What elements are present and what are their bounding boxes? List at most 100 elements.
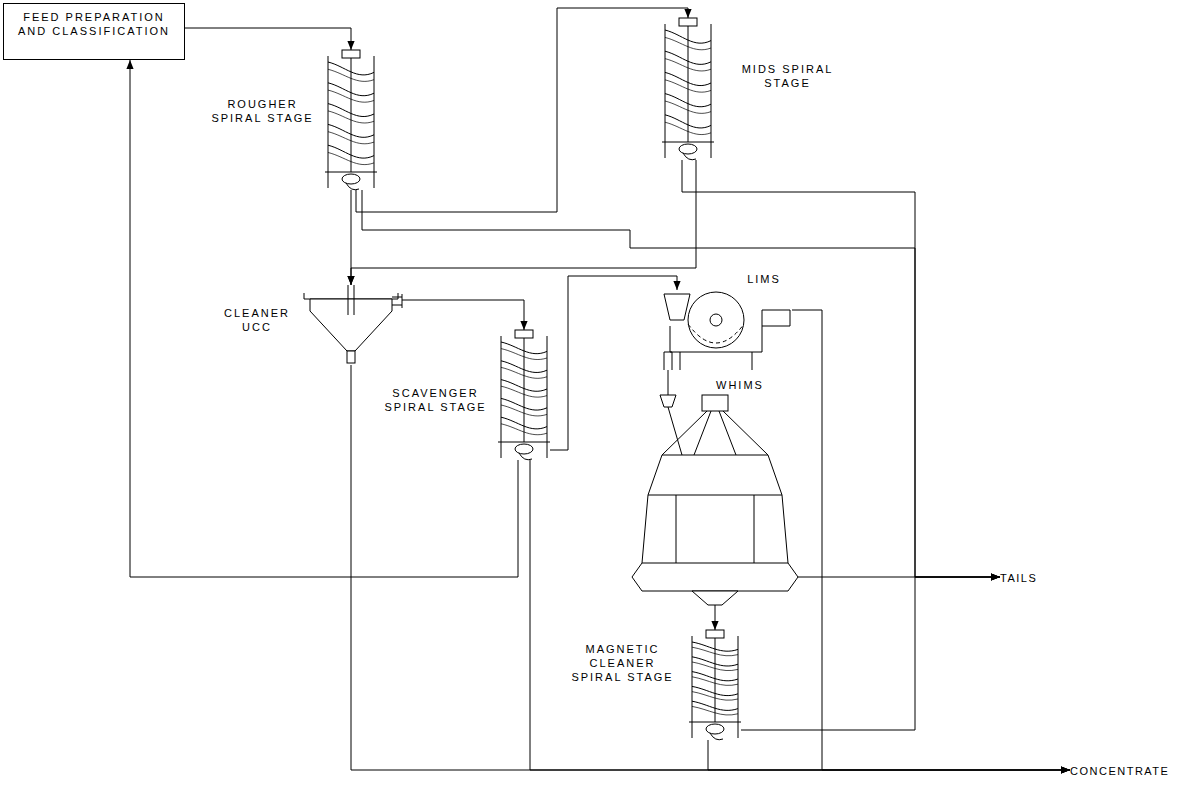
spiral-trough: [501, 386, 547, 397]
equipment-label: CLEANER UCC: [218, 306, 296, 334]
spiral-trough: [328, 69, 374, 81]
spiral-trough: [665, 115, 711, 128]
base-frame: [662, 142, 714, 143]
spiral-stage: ROUGHER SPIRAL STAGE: [325, 50, 377, 190]
equipment-icon: [300, 285, 402, 365]
outlet-pipe: [664, 352, 672, 370]
frame-post: [501, 336, 502, 458]
equipment-icon: [662, 18, 714, 160]
spiral-trough: [692, 692, 738, 701]
tank-arc: [688, 324, 744, 343]
outlet-pipe: [710, 733, 723, 740]
spiral-trough: [501, 342, 547, 354]
equipment-label: ROUGHER SPIRAL STAGE: [205, 97, 320, 125]
equipment-icon: [632, 395, 798, 605]
frame-post: [692, 636, 693, 738]
product-box: [679, 144, 697, 154]
stream-end: CONCENTRATE: [1070, 763, 1169, 779]
equipment-icon: [325, 50, 377, 190]
spiral-stage: MIDS SPIRAL STAGE: [662, 18, 714, 160]
spiral-trough: [692, 701, 738, 710]
base-frame: [325, 172, 377, 173]
process-box: FEED PREPARATION AND CLASSIFICATION: [3, 3, 185, 60]
equipment-label: SCAVENGER SPIRAL STAGE: [378, 386, 493, 414]
flow-line: [682, 160, 1000, 577]
flow-line: [402, 300, 524, 330]
equipment-label: MIDS SPIRAL STAGE: [730, 62, 845, 90]
flow-line: [708, 740, 1070, 770]
spiral-trough: [501, 398, 547, 410]
outlet-cone: [692, 591, 738, 605]
flow-line: [715, 605, 716, 630]
spiral-trough: [665, 94, 711, 107]
base-frame: [498, 442, 550, 443]
spiral-trough: [665, 59, 711, 71]
equipment-label: WHIMS: [708, 378, 772, 392]
equipment-icon: [689, 630, 741, 740]
overflow-pipe: [392, 294, 402, 308]
spiral-trough: [665, 101, 711, 113]
flow-line: [741, 577, 1000, 730]
flow-line: [185, 28, 351, 50]
product-box: [706, 724, 724, 734]
box-label: FEED PREPARATION AND CLASSIFICATION: [8, 10, 180, 38]
product-box: [342, 174, 360, 184]
cyclone-classifier: CLEANER UCC: [300, 285, 402, 365]
spiral-trough: [692, 662, 738, 671]
feed-tray: [342, 50, 360, 58]
outlet-pipe: [346, 183, 359, 190]
spoke: [723, 411, 768, 455]
spiral-trough: [328, 111, 374, 123]
spiral-trough: [501, 349, 547, 360]
flow-line: [792, 310, 1070, 770]
stream-label: TAILS: [1000, 570, 1037, 586]
base-frame: [689, 722, 741, 723]
drum: [688, 292, 744, 348]
feed-tray: [515, 330, 533, 338]
equipment-label: LIMS: [738, 272, 790, 286]
spiral-trough: [328, 90, 374, 102]
spiral-trough: [328, 104, 374, 117]
flow-line: [550, 276, 677, 450]
spiral-trough: [692, 686, 738, 695]
carousel: [648, 455, 782, 495]
spiral-trough: [328, 145, 374, 158]
frame-post: [738, 636, 739, 738]
frame-post: [665, 24, 666, 158]
hub: [702, 395, 728, 411]
feed-hopper: [664, 294, 690, 320]
feed-tray: [706, 630, 724, 638]
spiral-trough: [692, 677, 738, 686]
outlet-pipe: [683, 153, 696, 160]
spiral-trough: [501, 361, 547, 373]
equipment-icon: [640, 290, 792, 370]
spiral-trough: [665, 122, 711, 134]
spiral-trough: [692, 706, 738, 715]
spiral-stage: SCAVENGER SPIRAL STAGE: [498, 330, 550, 460]
equipment-label: MAGNETIC CLEANER SPIRAL STAGE: [565, 642, 680, 684]
product-box: [515, 444, 533, 454]
spoke: [668, 407, 682, 455]
flow-line: [351, 160, 696, 285]
spiral-trough: [665, 30, 711, 43]
rim: [304, 293, 398, 299]
flow-line: [351, 365, 1070, 770]
stream-end: TAILS: [1000, 570, 1037, 586]
spiral-trough: [328, 62, 374, 75]
spoke: [719, 411, 736, 455]
spiral-trough: [665, 51, 711, 64]
spiral-trough: [501, 405, 547, 416]
flow-line: [356, 8, 688, 212]
spiral-trough: [328, 83, 374, 96]
flow-line: [130, 60, 518, 577]
cyclone-cone: [310, 299, 392, 351]
spiral-trough: [692, 642, 738, 651]
drum-separator: LIMS: [640, 290, 792, 370]
feed-pipe: [348, 285, 349, 315]
frame: [754, 495, 755, 563]
carousel-separator: WHIMS: [632, 395, 798, 605]
spigot: [347, 351, 355, 363]
spiral-trough: [501, 424, 547, 435]
feed-tray: [679, 18, 697, 26]
